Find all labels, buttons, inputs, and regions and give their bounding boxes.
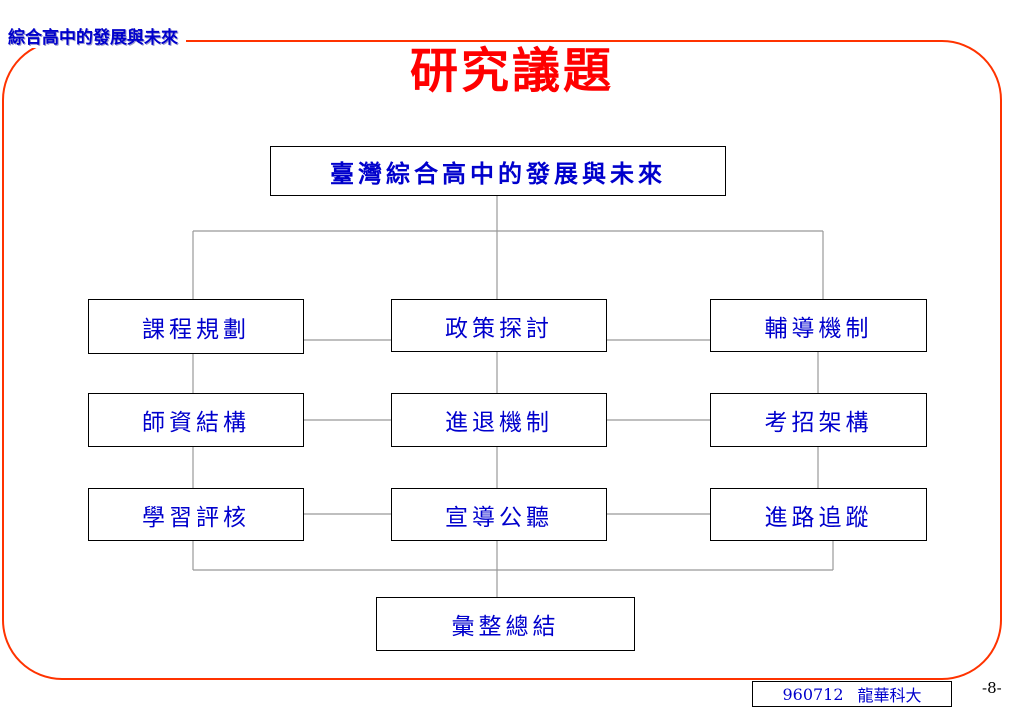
root-node: 臺灣綜合高中的發展與未來 xyxy=(270,146,726,196)
node-entry-exit-mechanism: 進退機制 xyxy=(391,393,607,447)
node-guidance-mechanism: 輔導機制 xyxy=(710,299,927,352)
footer-info: 960712 龍華科大 xyxy=(752,681,952,707)
node-teacher-structure: 師資結構 xyxy=(88,393,304,447)
slide-title: 研究議題 xyxy=(409,43,614,99)
corner-label: 綜合高中的發展與未來 xyxy=(0,28,186,48)
page-number: -8- xyxy=(982,679,1002,697)
summary-node: 彙整總結 xyxy=(376,597,635,651)
node-learning-assessment: 學習評核 xyxy=(88,488,304,541)
footer-school: 龍華科大 xyxy=(857,686,922,705)
node-curriculum-planning: 課程規劃 xyxy=(88,299,304,354)
node-admission-framework: 考招架構 xyxy=(710,393,927,447)
node-public-hearing: 宣導公聽 xyxy=(391,488,607,541)
node-policy-review: 政策探討 xyxy=(391,299,607,352)
node-career-tracking: 進路追蹤 xyxy=(710,488,927,541)
slide-frame xyxy=(2,40,1002,680)
footer-date: 960712 xyxy=(782,684,844,704)
